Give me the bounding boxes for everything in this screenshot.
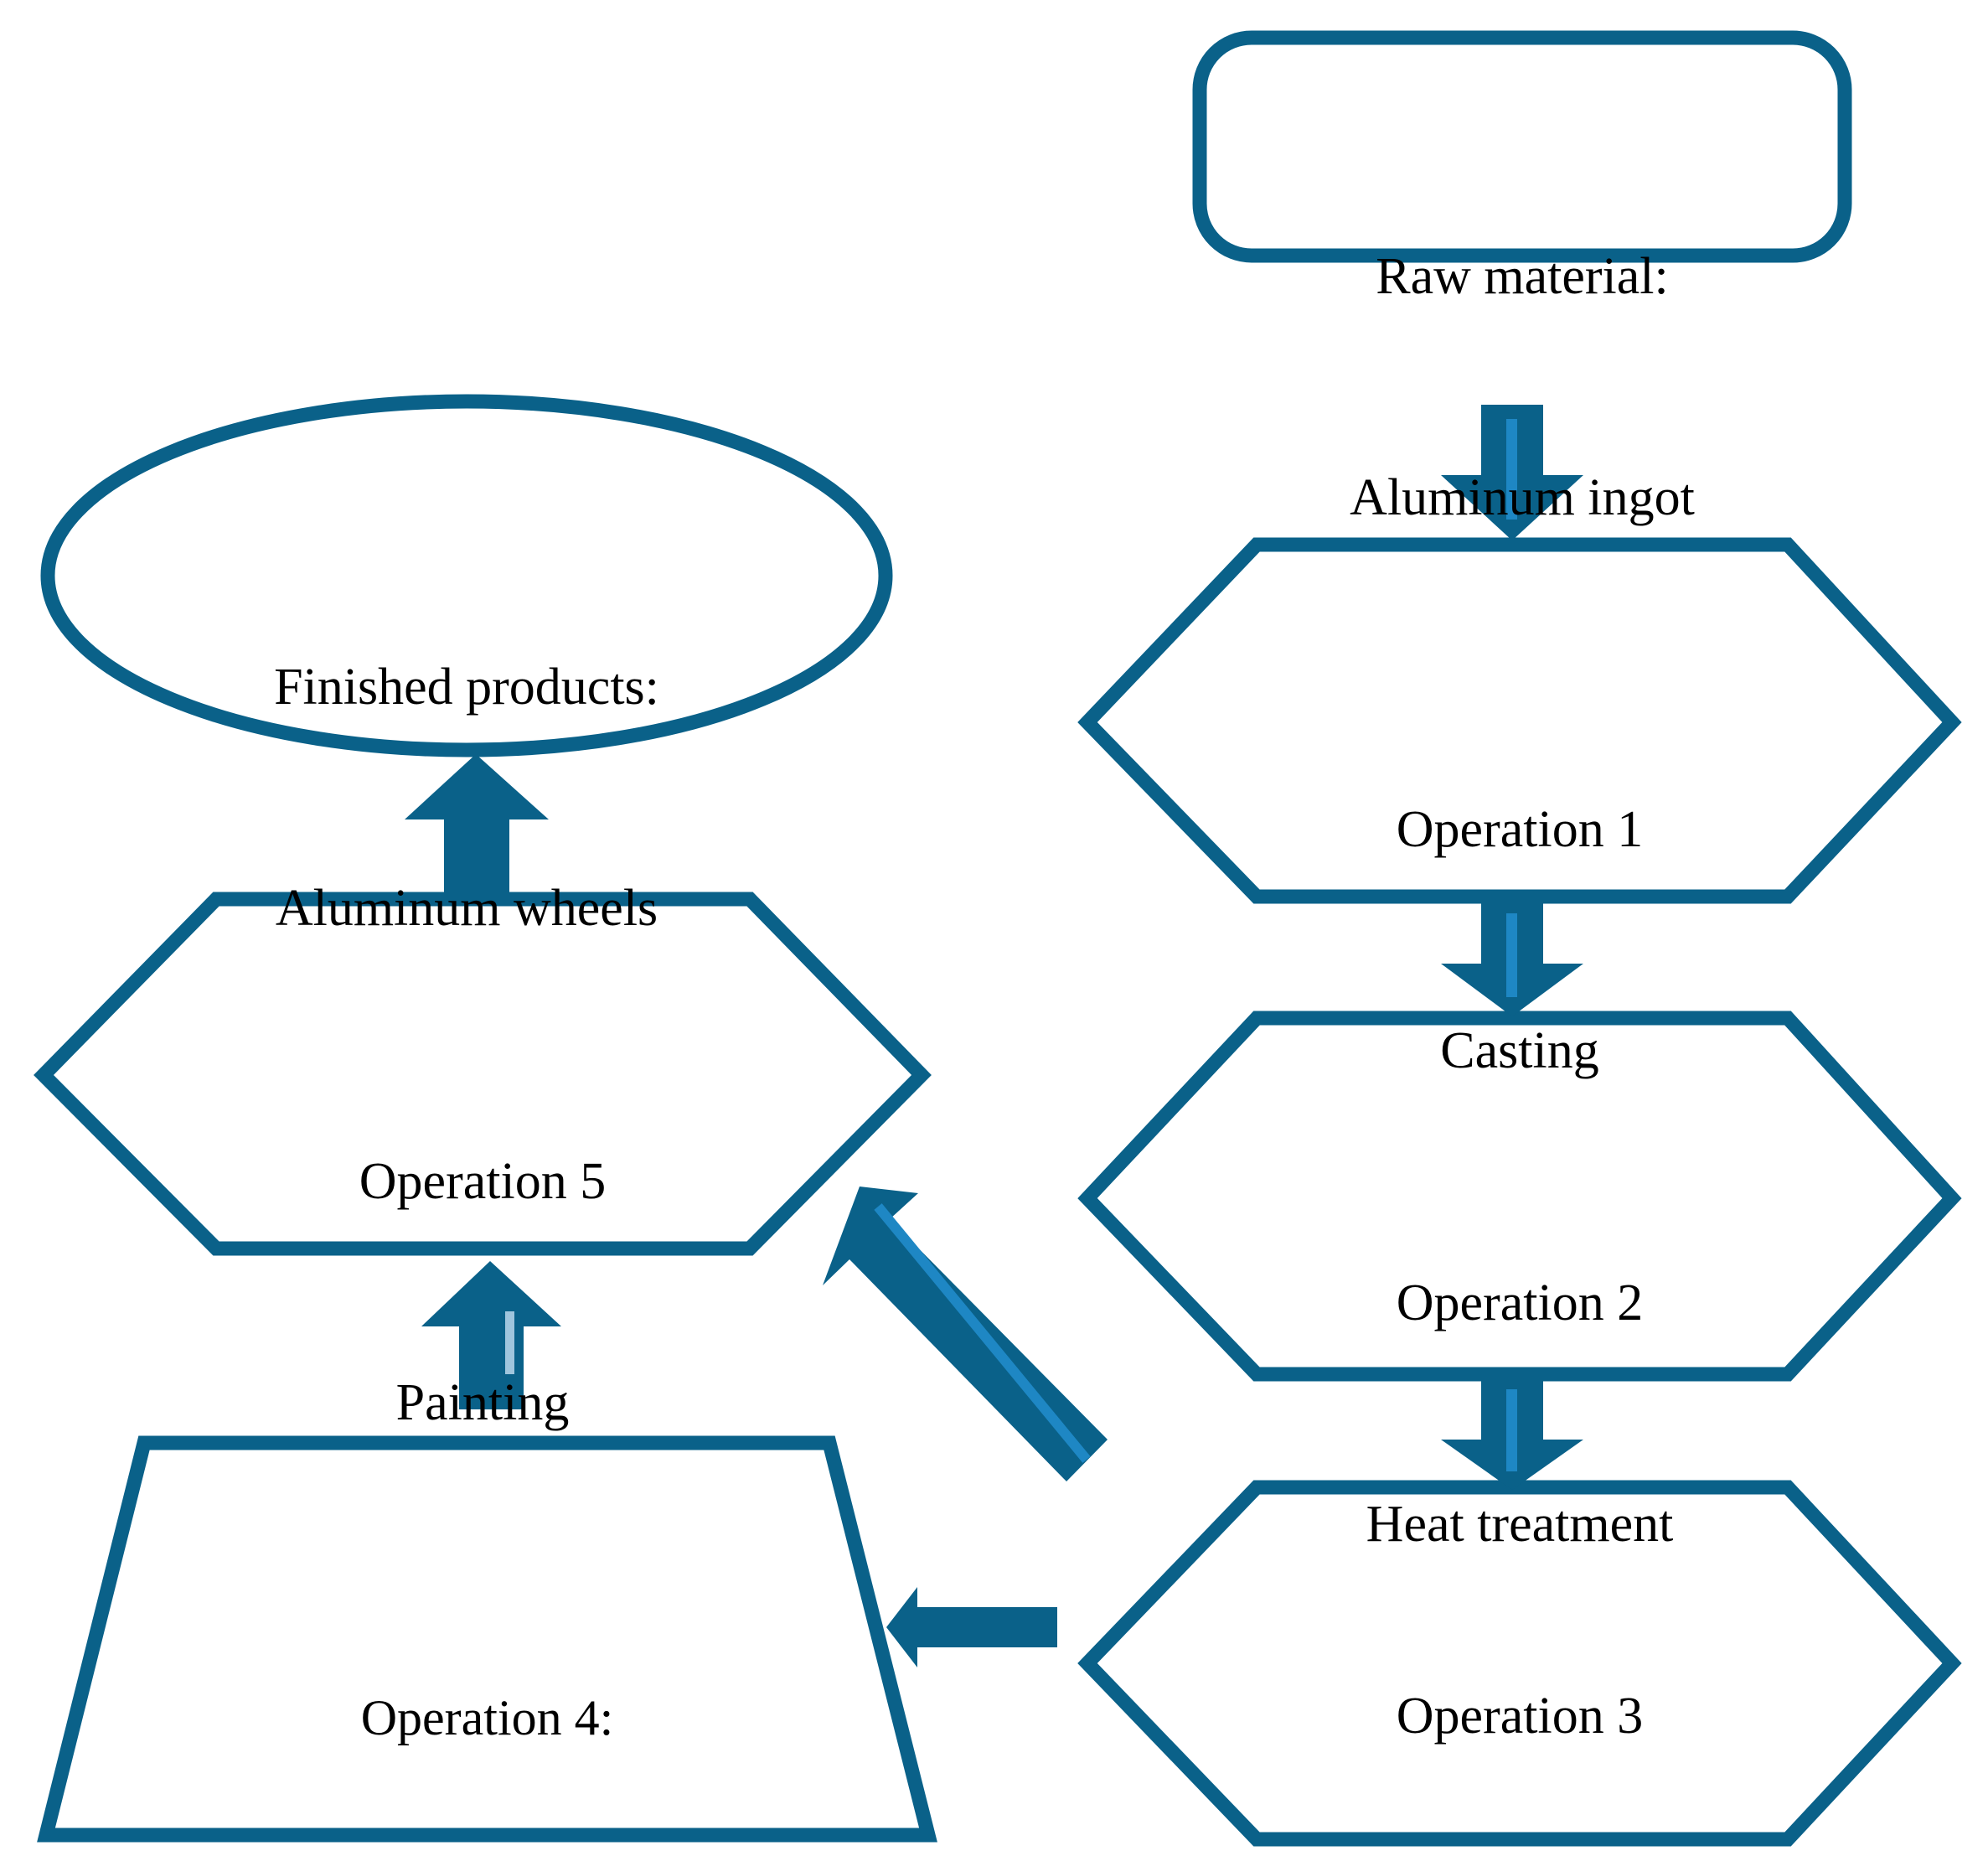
edge-operation-5-to-finished-products[interactable] [405, 754, 549, 895]
node-operation-5-shape[interactable] [34, 892, 932, 1256]
edge-operation-3-to-operation-4[interactable] [886, 1587, 1057, 1667]
node-raw-material-shape[interactable] [1192, 30, 1852, 263]
edge-operation-1-to-operation-2[interactable] [1441, 903, 1583, 1016]
edge-diagonal-to-operation-5[interactable] [823, 1186, 1108, 1481]
node-operation-3-shape[interactable] [1077, 1480, 1962, 1847]
edge-operation-4-to-operation-5[interactable] [421, 1261, 561, 1409]
node-operation-4-shape[interactable] [37, 1435, 937, 1843]
node-operation-1-shape[interactable] [1077, 537, 1962, 904]
edge-operation-2-to-operation-3[interactable] [1441, 1381, 1583, 1490]
edge-raw-to-operation-1[interactable] [1441, 405, 1583, 540]
node-finished-products-shape[interactable] [40, 394, 893, 757]
node-operation-2-shape[interactable] [1077, 1011, 1962, 1382]
